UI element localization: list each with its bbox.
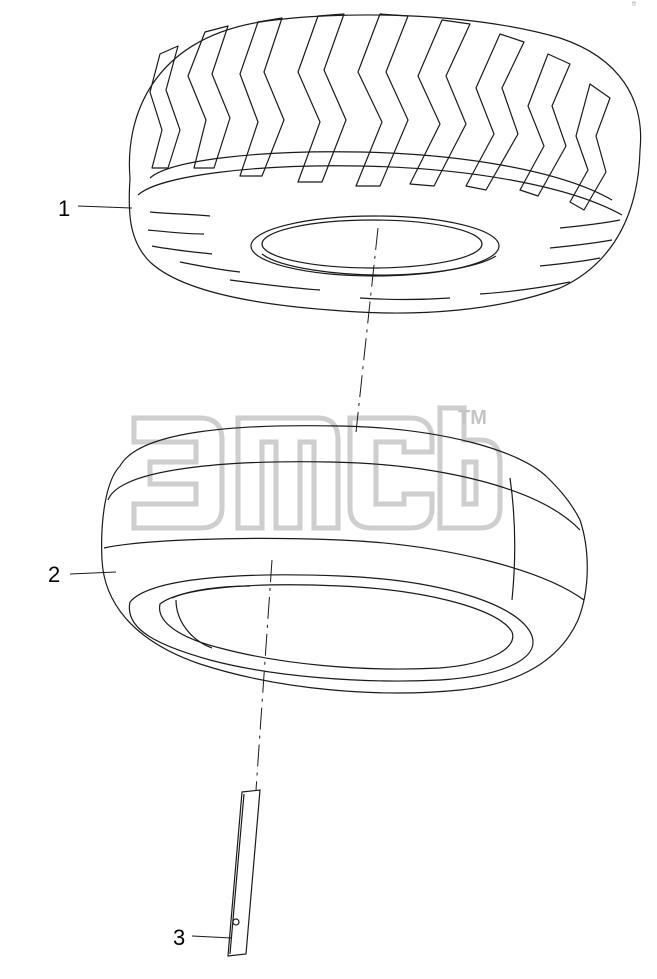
tread-lug	[239, 17, 285, 177]
leader-2	[69, 571, 117, 575]
sidewall-groove	[359, 297, 451, 301]
axis-line-middle	[255, 559, 273, 791]
watermark-trademark: TM	[458, 407, 487, 429]
watermark-letter-3	[347, 415, 435, 531]
leader-3	[191, 935, 233, 939]
valve-bar	[227, 789, 261, 957]
callout-3: 3	[173, 925, 185, 950]
sidewall-groove	[539, 257, 601, 267]
tube-ring	[101, 425, 588, 694]
ring-outer-left	[101, 465, 588, 694]
tire-sidewall-top	[149, 151, 613, 201]
valve-bar-body	[227, 789, 261, 957]
tread-lug	[465, 33, 525, 191]
ring-inner-shadow	[171, 585, 251, 649]
sidewall-groove	[479, 281, 571, 295]
tire-sidewall-grooves	[147, 211, 621, 301]
watermark-letter-4	[437, 405, 503, 531]
tread-lug	[149, 45, 181, 169]
ring-outer-band	[103, 537, 585, 601]
callout-2: 2	[48, 562, 60, 587]
axis-line-upper	[355, 227, 379, 433]
watermark-letter-1	[131, 415, 225, 531]
sidewall-groove	[151, 245, 213, 255]
ring-inner-opening	[128, 574, 534, 682]
sidewall-groove	[549, 239, 613, 249]
tread-lug	[297, 13, 347, 183]
tire-assembly	[128, 13, 642, 314]
ring-top-inner	[107, 461, 581, 531]
tread-lug	[519, 53, 571, 197]
tire-rim-lip	[261, 253, 497, 276]
sidewall-groove	[147, 229, 205, 235]
center-axis	[255, 227, 379, 791]
valve-bar-edge	[229, 793, 245, 955]
callout-leaders	[69, 205, 233, 939]
tread-lug	[187, 25, 231, 169]
sidewall-groove	[229, 279, 321, 291]
corner-mark: ᶠᶠ	[632, 0, 636, 10]
sidewall-groove	[179, 261, 241, 273]
valve-hole	[232, 918, 240, 926]
ring-top-outer	[119, 425, 549, 479]
tread-lug	[569, 83, 611, 211]
tire-rim-opening	[250, 215, 500, 277]
callout-1: 1	[58, 196, 70, 221]
leader-1	[77, 205, 133, 209]
sidewall-groove	[149, 211, 211, 217]
tire-rim-inner	[261, 219, 483, 269]
ring-side-edge	[509, 477, 516, 601]
tread-lug	[409, 19, 471, 187]
tread-lug	[355, 13, 409, 187]
tire-sidewall-band	[137, 165, 623, 216]
sidewall-groove	[559, 219, 621, 229]
ring-inner-lip	[159, 584, 514, 670]
watermark-letter-2	[235, 415, 341, 531]
tire-tread-lugs	[149, 13, 611, 211]
watermark-logo	[131, 405, 503, 531]
